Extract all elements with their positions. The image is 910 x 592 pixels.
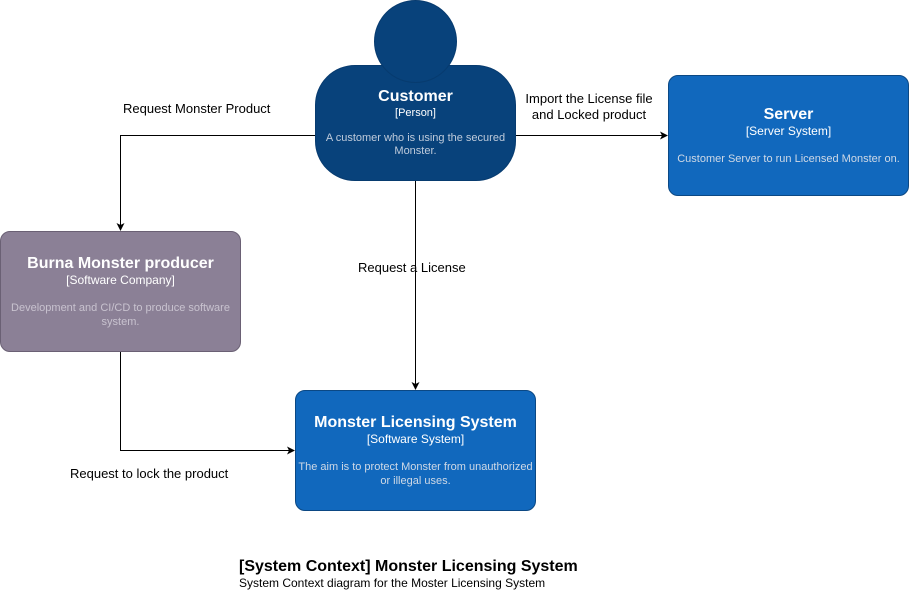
edge-label-request-license: Request a License — [358, 260, 466, 275]
diagram-subtitle: System Context diagram for the Moster Li… — [239, 576, 546, 590]
edge-customer-to-producer — [116, 135, 315, 231]
edge-label-import-license: Import the License file and Locked produ… — [525, 91, 653, 122]
edge-label-request-monster-product: Request Monster Product — [123, 101, 271, 116]
node-server-title: Server — [763, 105, 814, 123]
node-server[interactable]: Server [Server System] Customer Server t… — [668, 75, 909, 196]
node-licensing-system-description: The aim is to protect Monster from unaut… — [298, 460, 533, 487]
node-customer-description: A customer who is using the secured Mons… — [325, 132, 506, 157]
diagram-title: [System Context] Monster Licensing Syste… — [239, 558, 578, 575]
node-producer-type: [Software Company] — [66, 272, 175, 287]
node-licensing-system-type: [Software System] — [366, 431, 465, 446]
edge-label-request-lock: Request to lock the product — [70, 466, 229, 481]
node-server-type: [Server System] — [745, 123, 832, 138]
edge-producer-to-licensing-system — [120, 352, 295, 455]
node-customer-title: Customer — [378, 88, 453, 105]
node-server-description: Customer Server to run Licensed Monster … — [677, 152, 900, 165]
diagram-caption: [System Context] Monster Licensing Syste… — [239, 557, 578, 590]
node-producer[interactable]: Burna Monster producer [Software Company… — [0, 231, 241, 352]
node-licensing-system[interactable]: Monster Licensing System [Software Syste… — [295, 390, 536, 511]
node-producer-description: Development and CI/CD to produce softwar… — [11, 301, 230, 328]
node-producer-title: Burna Monster producer — [27, 254, 214, 272]
person-head-icon — [374, 0, 457, 83]
node-customer[interactable]: Customer [Person] A customer who is usin… — [315, 65, 516, 181]
node-licensing-system-title: Monster Licensing System — [314, 413, 517, 431]
node-customer-type: [Person] — [395, 107, 436, 119]
